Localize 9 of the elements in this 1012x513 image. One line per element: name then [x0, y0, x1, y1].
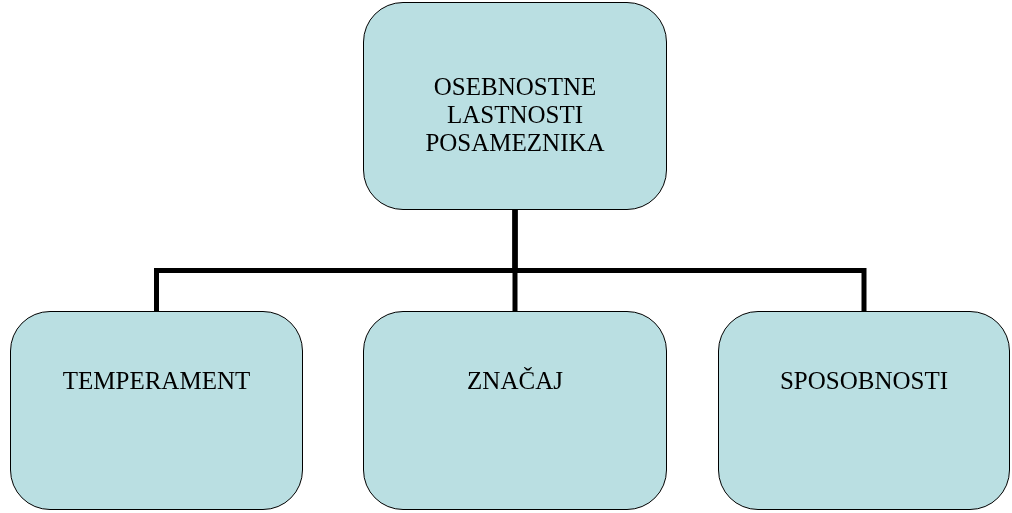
box-label: ZNAČAJ: [467, 367, 563, 395]
box-label: TEMPERAMENT: [62, 367, 251, 395]
process-box: [718, 311, 1010, 510]
process-box: [363, 2, 667, 210]
process-box: [363, 311, 667, 510]
connector-line: [512, 210, 867, 311]
box-label: OSEBNOSTNE LASTNOSTI POSAMEZNIKA: [424, 73, 606, 157]
process-box: [10, 311, 303, 510]
box-label: SPOSOBNOSTI: [779, 367, 949, 395]
